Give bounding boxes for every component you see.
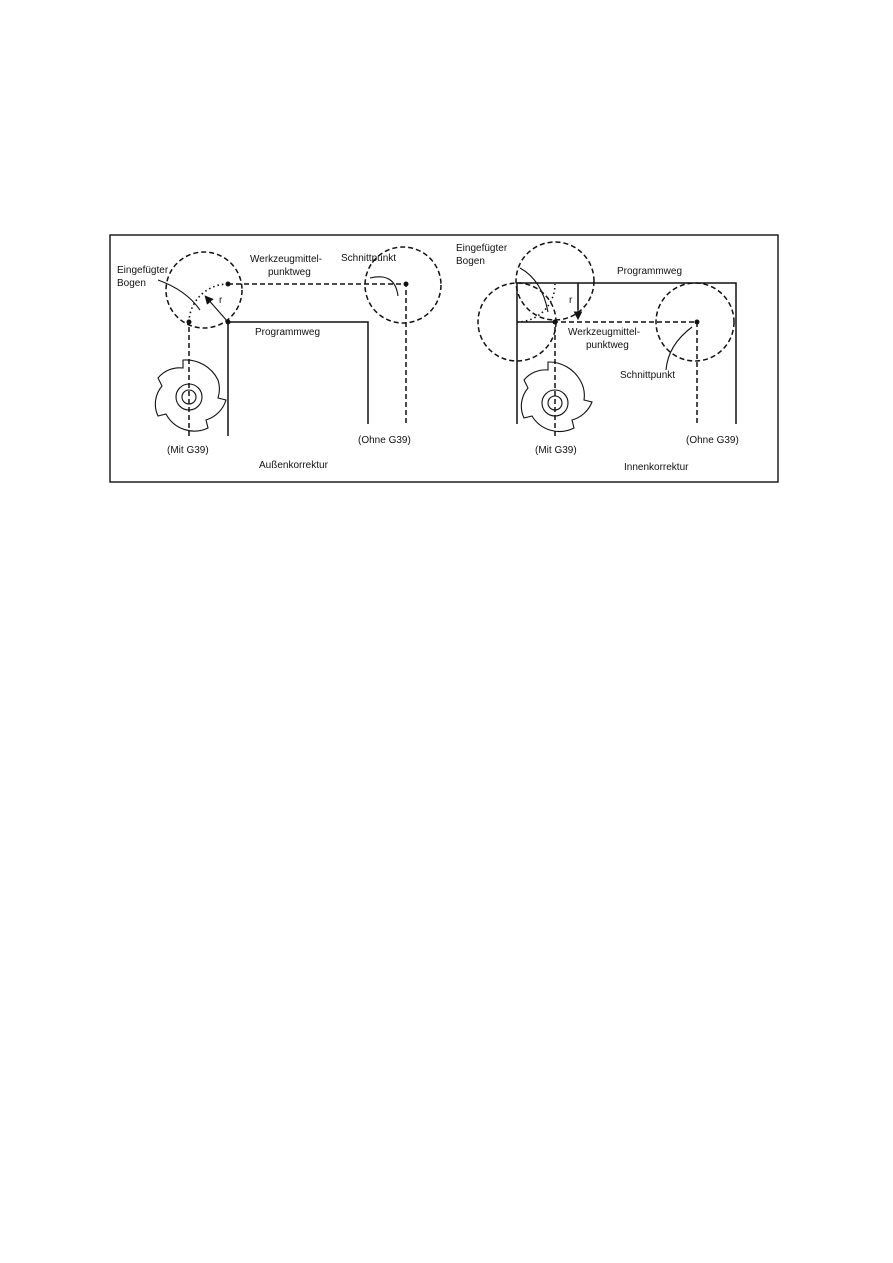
right-arc-leader bbox=[519, 267, 549, 313]
left-label-radius: r bbox=[219, 295, 223, 306]
right-tool-center-path bbox=[554, 321, 698, 436]
left-arc-leader bbox=[157, 279, 201, 311]
right-label-program-path: Programmweg bbox=[617, 266, 682, 277]
right-caption: Innenkorrektur bbox=[624, 462, 689, 473]
left-point-arc-start bbox=[186, 319, 192, 325]
left-label-intersection: Schnittpunkt bbox=[341, 253, 396, 264]
right-program-path bbox=[516, 282, 737, 424]
left-intersection-leader bbox=[369, 276, 399, 297]
left-label-center-path-line2: punktweg bbox=[268, 267, 311, 278]
right-milling-cutter-icon bbox=[520, 361, 593, 432]
right-intersection-leader bbox=[665, 326, 693, 371]
left-label-inserted-arc-line1: Eingefügter bbox=[117, 265, 169, 276]
right-label-with-g39: (Mit G39) bbox=[535, 445, 577, 456]
left-program-path bbox=[227, 321, 369, 436]
right-point-corner bbox=[552, 319, 558, 325]
left-point-arc-end bbox=[225, 281, 231, 287]
left-label-program-path: Programmweg bbox=[255, 327, 320, 338]
right-label-radius: r bbox=[569, 295, 573, 306]
left-corner-tool-circle bbox=[165, 251, 243, 329]
left-label-center-path-line1: Werkzeugmittel- bbox=[250, 254, 322, 265]
left-radius-arrow bbox=[204, 295, 229, 323]
left-label-without-g39: (Ohne G39) bbox=[358, 435, 411, 446]
left-caption: Außenkorrektur bbox=[259, 460, 329, 471]
left-milling-cutter-icon bbox=[154, 359, 227, 432]
left-intersection-tool-circle bbox=[364, 246, 442, 324]
right-label-inserted-arc-line1: Eingefügter bbox=[456, 243, 508, 254]
left-panel-outer-compensation: Eingefügter Bogen Werkzeugmittel- punktw… bbox=[117, 246, 442, 471]
left-label-inserted-arc-line2: Bogen bbox=[117, 278, 146, 289]
right-label-center-path-line1: Werkzeugmittel- bbox=[568, 327, 640, 338]
right-label-without-g39: (Ohne G39) bbox=[686, 435, 739, 446]
right-intersection-tool-circle bbox=[655, 282, 735, 362]
right-label-center-path-line2: punktweg bbox=[586, 340, 629, 351]
left-label-with-g39: (Mit G39) bbox=[167, 445, 209, 456]
right-panel-inner-compensation: Eingefügter Bogen Programmweg r Werkzeug… bbox=[456, 241, 739, 473]
right-label-intersection: Schnittpunkt bbox=[620, 370, 675, 381]
left-tool-center-path-top bbox=[228, 283, 407, 424]
right-label-inserted-arc-line2: Bogen bbox=[456, 256, 485, 267]
right-point-intersection bbox=[694, 319, 700, 325]
figure-frame bbox=[109, 234, 779, 483]
left-point-intersection bbox=[403, 281, 409, 287]
right-corner-tool-circle-top bbox=[515, 241, 595, 321]
